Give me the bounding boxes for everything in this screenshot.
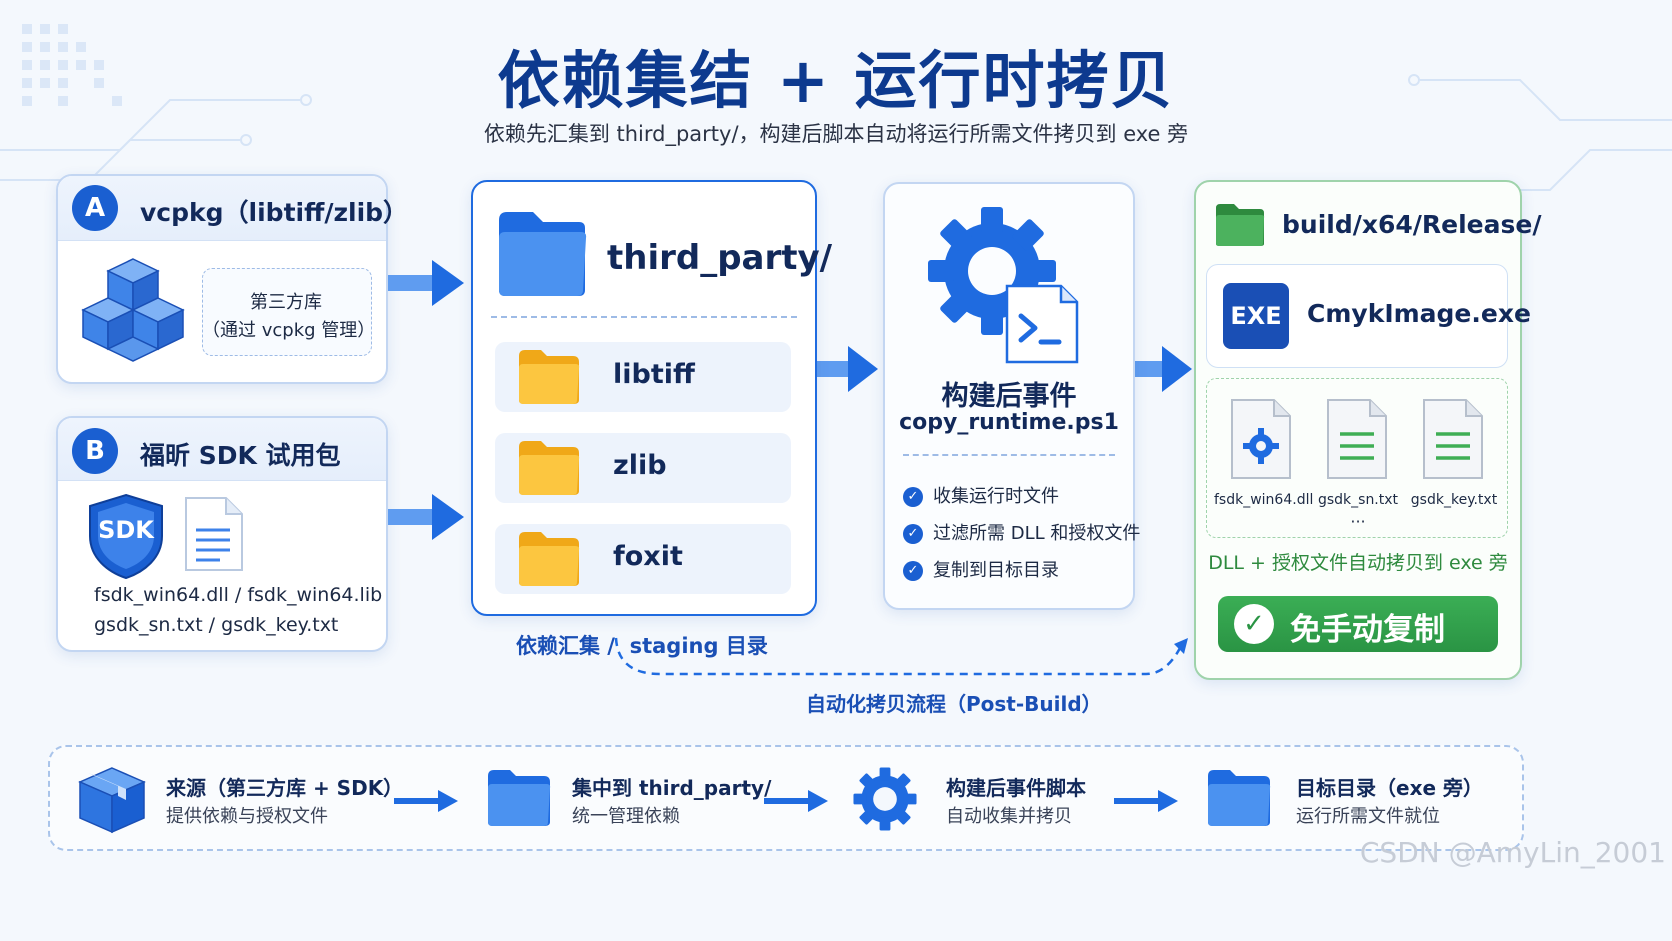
post-build-flow-curve bbox=[614, 637, 1188, 676]
folder-icon bbox=[519, 532, 580, 586]
third-party-note-line2: （通过 vcpkg 管理） bbox=[202, 320, 376, 341]
step-text: 过滤所需 DLL 和授权文件 bbox=[933, 523, 1141, 544]
cubes-icon bbox=[81, 258, 185, 362]
no-manual-copy-label: 免手动复制 bbox=[1290, 612, 1445, 648]
summary-step-1-title: 来源（第三方库 + SDK） bbox=[166, 776, 404, 800]
sdk-files-line2: gsdk_sn.txt / gsdk_key.txt bbox=[94, 614, 339, 636]
powershell-script-icon bbox=[1005, 284, 1079, 364]
package-box-icon bbox=[78, 767, 146, 834]
summary-step-4-title: 目标目录（exe 旁） bbox=[1296, 776, 1483, 800]
third-party-note-line1: 第三方库 bbox=[250, 292, 322, 313]
arrow-right-icon bbox=[394, 790, 458, 812]
third-party-note-box bbox=[202, 268, 372, 356]
divider bbox=[491, 316, 797, 318]
post-build-step-3: ✓ 复制到目标目录 bbox=[903, 556, 1059, 582]
document-icon bbox=[185, 497, 243, 571]
folder-row-foxit: foxit bbox=[495, 524, 791, 594]
folder-icon bbox=[519, 441, 580, 495]
sdk-files-line1: fsdk_win64.dll / fsdk_win64.lib bbox=[94, 584, 383, 606]
vcpkg-title: vcpkg（libtiff/zlib） bbox=[140, 198, 409, 227]
release-caption: DLL + 授权文件自动拷贝到 exe 旁 bbox=[1208, 552, 1508, 574]
folder-label-foxit: foxit bbox=[613, 541, 683, 572]
dll-file-icon bbox=[1231, 399, 1291, 479]
summary-step-2-title: 集中到 third_party/ bbox=[572, 776, 772, 800]
exe-name: CmykImage.exe bbox=[1307, 299, 1531, 328]
txt-file-icon bbox=[1423, 399, 1483, 479]
file-caption-key: gsdk_key.txt bbox=[1410, 492, 1498, 508]
check-icon: ✓ bbox=[903, 524, 923, 544]
divider bbox=[903, 454, 1115, 456]
foxit-sdk-title: 福昕 SDK 试用包 bbox=[140, 441, 341, 470]
release-card: build/x64/Release/ EXE CmykImage.exe fsd… bbox=[1194, 180, 1541, 680]
arrow-b-to-third-party bbox=[388, 494, 464, 540]
arrow-a-to-third-party bbox=[388, 260, 464, 306]
exe-badge: EXE bbox=[1223, 283, 1289, 349]
green-folder-icon bbox=[1216, 204, 1265, 246]
third-party-title: third_party/ bbox=[607, 238, 833, 278]
post-build-card: 构建后事件 copy_runtime.ps1 ✓ 收集运行时文件 ✓ 过滤所需 DL… bbox=[883, 182, 1140, 610]
summary-step-4-sub: 运行所需文件就位 bbox=[1296, 806, 1440, 827]
summary-step-2-sub: 统一管理依赖 bbox=[572, 806, 680, 827]
sdk-shield-icon bbox=[89, 493, 163, 580]
post-build-title: 构建后事件 bbox=[941, 381, 1077, 412]
folder-icon bbox=[519, 350, 580, 404]
arrow-right-icon bbox=[1114, 790, 1178, 812]
post-build-step-1: ✓ 收集运行时文件 bbox=[903, 482, 1059, 508]
file-caption-sn: gsdk_sn.txt bbox=[1317, 492, 1399, 508]
gear-icon bbox=[853, 767, 917, 831]
third-party-card: third_party/ libtiff zlib foxit bbox=[471, 180, 832, 616]
flow-caption: 自动化拷贝流程（Post-Build） bbox=[806, 692, 1102, 716]
no-manual-copy-button[interactable]: ✓ 免手动复制 bbox=[1218, 596, 1498, 652]
source-card-foxit-sdk: B 福昕 SDK 试用包 SDK fsdk_win64.dll / fsdk_w… bbox=[56, 416, 388, 652]
arrow-post-build-to-release bbox=[1134, 346, 1192, 392]
txt-file-icon bbox=[1327, 399, 1387, 479]
arrow-third-party-to-post-build bbox=[816, 346, 878, 392]
page-title: 依赖集结 + 运行时拷贝 bbox=[497, 44, 1175, 117]
step-text: 复制到目标目录 bbox=[933, 560, 1059, 581]
staging-caption: 依赖汇集 / staging 目录 bbox=[516, 634, 768, 658]
post-build-script: copy_runtime.ps1 bbox=[899, 410, 1119, 435]
exe-row: EXE CmykImage.exe bbox=[1206, 264, 1531, 368]
watermark: CSDN @AmyLin_2001 bbox=[1359, 836, 1666, 869]
folder-row-zlib: zlib bbox=[495, 433, 791, 503]
sdk-shield-label: SDK bbox=[98, 516, 154, 544]
file-caption-dll: fsdk_win64.dll bbox=[1214, 492, 1314, 508]
post-build-step-2: ✓ 过滤所需 DLL 和授权文件 bbox=[903, 519, 1140, 545]
folder-row-libtiff: libtiff bbox=[495, 342, 791, 412]
check-icon: ✓ bbox=[903, 561, 923, 581]
folder-label-zlib: zlib bbox=[613, 450, 667, 481]
summary-step-1-sub: 提供依赖与授权文件 bbox=[166, 806, 328, 827]
page-subtitle: 依赖先汇集到 third_party/，构建后脚本自动将运行所需文件拷贝到 ex… bbox=[483, 122, 1189, 146]
release-path-title: build/x64/Release/ bbox=[1282, 210, 1542, 239]
source-card-vcpkg: A vcpkg（libtiff/zlib） 第三方库 （通过 vcpkg 管理） bbox=[56, 174, 408, 384]
badge-a: A bbox=[72, 185, 118, 231]
summary-step-3-title: 构建后事件脚本 bbox=[946, 776, 1086, 800]
folder-icon bbox=[499, 212, 587, 296]
check-circle-icon: ✓ bbox=[1234, 604, 1274, 644]
arrow-right-icon bbox=[764, 790, 828, 812]
summary-step-3-sub: 自动收集并拷贝 bbox=[946, 806, 1072, 827]
folder-icon bbox=[1208, 770, 1271, 826]
ellipsis: ··· bbox=[1350, 512, 1366, 531]
badge-b: B bbox=[72, 428, 118, 474]
check-icon: ✓ bbox=[903, 487, 923, 507]
step-text: 收集运行时文件 bbox=[933, 486, 1059, 507]
folder-label-libtiff: libtiff bbox=[613, 359, 695, 390]
folder-icon bbox=[488, 770, 551, 826]
